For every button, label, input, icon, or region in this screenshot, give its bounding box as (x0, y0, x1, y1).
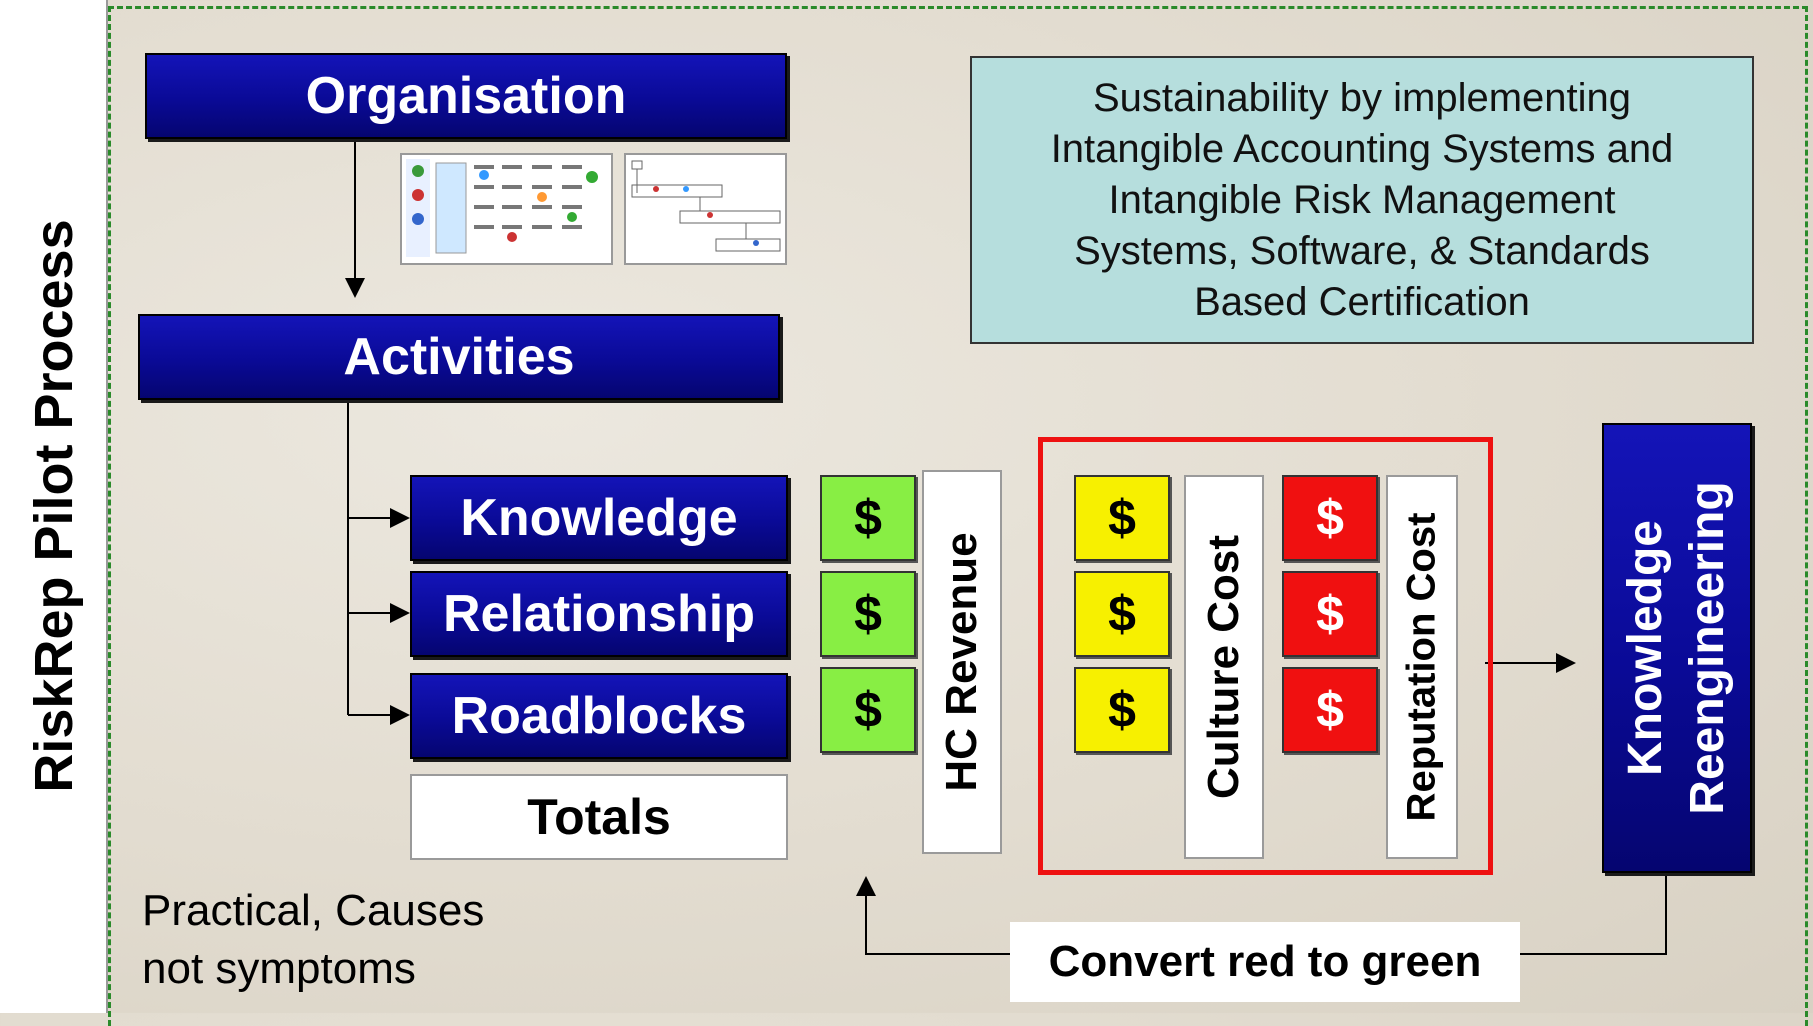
organisation-box: Organisation (145, 53, 787, 139)
chart-of-accounts-thumbnail (400, 153, 613, 265)
reputation-dollar-roadblocks: $ (1282, 667, 1378, 753)
roadblocks-box: Roadblocks (410, 673, 788, 759)
reputation-dollar-relationship: $ (1282, 571, 1378, 657)
knowledge-reengineering-box: Knowledge Reengineering (1602, 423, 1752, 873)
culture-cost-box: Culture Cost (1184, 475, 1264, 859)
revenue-dollar-knowledge: $ (820, 475, 916, 561)
convert-label: Convert red to green (1010, 922, 1520, 1002)
activities-box: Activities (138, 314, 780, 400)
reputation-cost-label: Reputation Cost (1399, 512, 1444, 822)
reputation-cost-box: Reputation Cost (1386, 475, 1458, 859)
culture-cost-label: Culture Cost (1199, 535, 1248, 799)
side-panel: RiskRep Pilot Process (0, 0, 108, 1013)
relationship-box: Relationship (410, 571, 788, 657)
culture-dollar-roadblocks: $ (1074, 667, 1170, 753)
hc-revenue-box: HC Revenue (922, 470, 1002, 854)
revenue-dollar-relationship: $ (820, 571, 916, 657)
knowledge-box: Knowledge (410, 475, 788, 561)
hc-revenue-label: HC Revenue (937, 532, 986, 792)
knowledge-reengineering-label: Knowledge Reengineering (1619, 481, 1734, 815)
totals-box: Totals (410, 774, 788, 860)
dashed-frame (108, 6, 1808, 1026)
process-map-thumbnail (624, 153, 787, 265)
feedback-arrow-left (856, 876, 1010, 955)
culture-dollar-relationship: $ (1074, 571, 1170, 657)
reputation-dollar-knowledge: $ (1282, 475, 1378, 561)
revenue-dollar-roadblocks: $ (820, 667, 916, 753)
cost-group-frame (1038, 437, 1493, 875)
culture-dollar-knowledge: $ (1074, 475, 1170, 561)
sustainability-info-box: Sustainability by implementing Intangibl… (970, 56, 1754, 344)
practical-note: Practical, Causes not symptoms (142, 886, 485, 993)
